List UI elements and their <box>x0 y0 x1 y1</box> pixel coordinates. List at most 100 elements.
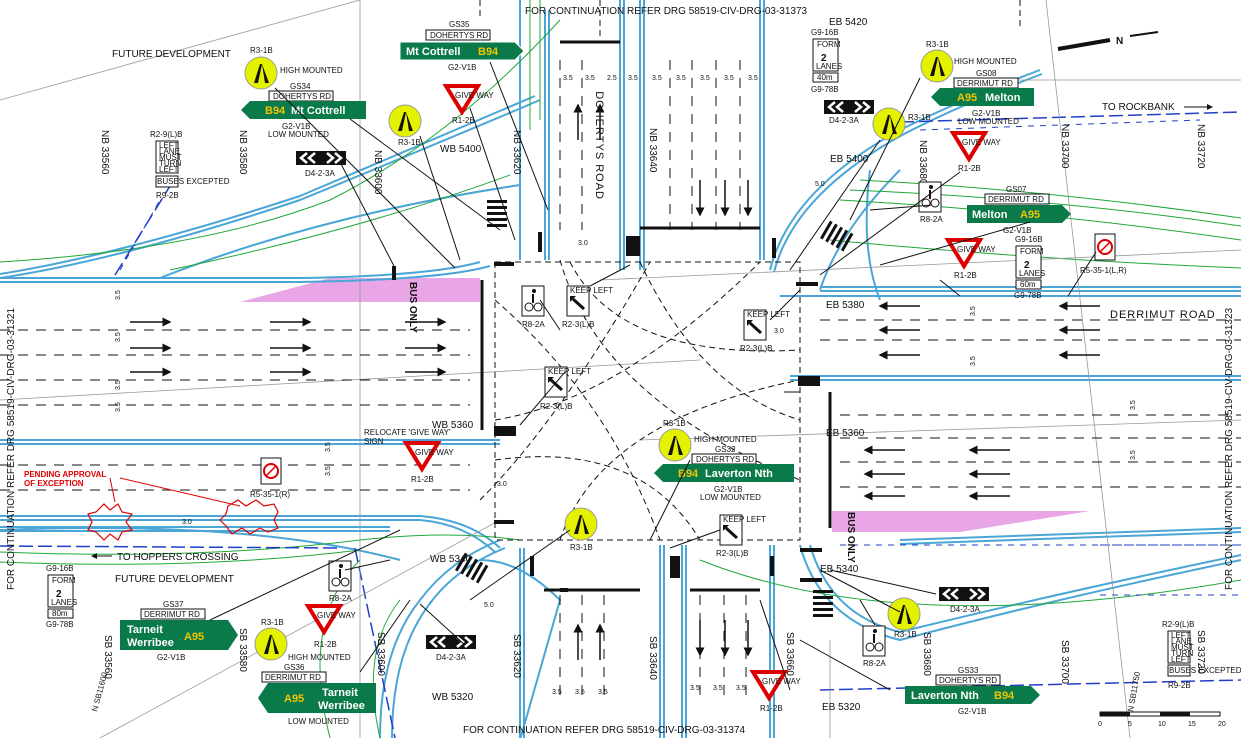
svg-text:LANE: LANE <box>1171 637 1192 646</box>
svg-text:3.5: 3.5 <box>1130 400 1137 410</box>
sign-gs37: GS37 DERRIMUT RD Tarneit Werribee A95 G2… <box>120 600 238 662</box>
bike-sign-4: R8-2A <box>862 625 886 668</box>
svg-text:OF EXCEPTION: OF EXCEPTION <box>24 479 84 488</box>
svg-text:WB 5400: WB 5400 <box>440 144 482 155</box>
give-way-sign-5: GIVE WAY R1-2B <box>306 604 356 649</box>
svg-text:MUST: MUST <box>159 153 182 162</box>
svg-text:FORM: FORM <box>817 40 841 49</box>
chevron-sign-1: D4-2-3A <box>294 149 348 178</box>
svg-text:DERRIMUT RD: DERRIMUT RD <box>265 673 321 682</box>
leader-lines <box>209 61 1097 691</box>
sign-gs35: GS35 DOHERTYS RD Mt Cottrell B94 G2-V1B <box>399 20 525 72</box>
svg-text:R2-3(L)B: R2-3(L)B <box>562 320 594 329</box>
svg-text:GIVE WAY: GIVE WAY <box>455 91 494 100</box>
svg-text:R3-1B: R3-1B <box>261 618 284 627</box>
svg-text:A95: A95 <box>284 693 304 705</box>
svg-text:N: N <box>1116 36 1123 47</box>
north-arrow: N <box>1057 31 1159 51</box>
svg-text:3.5: 3.5 <box>1130 450 1137 460</box>
chainage-labels: EB 5420 EB 5400 EB 5380 EB 5360 EB 5340 … <box>90 17 1206 713</box>
svg-text:LEFT: LEFT <box>159 141 179 150</box>
road-name-derrimut: DERRIMUT ROAD <box>1110 309 1216 321</box>
svg-text:SIGN: SIGN <box>364 437 384 446</box>
svg-text:TURN: TURN <box>159 159 181 168</box>
sign-gs32: GS32 DOHERTYS RD B94 Laverton Nth G2-V1B… <box>654 445 794 502</box>
svg-text:GS35: GS35 <box>449 20 470 29</box>
svg-text:GIVE WAY: GIVE WAY <box>317 611 356 620</box>
give-way-sign-4: GIVE WAY R1-2B <box>404 441 454 484</box>
to-hoppers-label: TO HOPPERS CROSSING <box>117 552 239 563</box>
svg-text:B94: B94 <box>478 46 499 58</box>
svg-text:GS36: GS36 <box>284 663 305 672</box>
svg-text:R3-1B: R3-1B <box>250 46 273 55</box>
future-development-top: FUTURE DEVELOPMENT <box>112 49 231 60</box>
svg-text:TURN: TURN <box>1171 649 1193 658</box>
svg-text:3.5: 3.5 <box>115 290 122 300</box>
svg-text:R8-2A: R8-2A <box>522 320 545 329</box>
svg-text:3.5: 3.5 <box>552 689 562 696</box>
svg-text:R3-1B: R3-1B <box>398 138 421 147</box>
form-2-lanes-sign-3: G9-16B FORM 2 LANES 80m G9-78B <box>46 564 77 629</box>
svg-text:EB 5320: EB 5320 <box>822 702 861 713</box>
svg-text:EB 5340: EB 5340 <box>820 564 859 575</box>
svg-text:2: 2 <box>821 53 827 64</box>
svg-text:3.5: 3.5 <box>970 306 977 316</box>
svg-text:B94: B94 <box>678 468 699 480</box>
svg-text:3.0: 3.0 <box>182 519 192 526</box>
keep-left-sign-3: KEEP LEFT R2-3(L)B <box>540 365 591 411</box>
svg-text:G9-16B: G9-16B <box>811 28 839 37</box>
svg-text:R9-2B: R9-2B <box>1168 681 1191 690</box>
svg-text:3.0: 3.0 <box>578 240 588 247</box>
svg-text:LANES: LANES <box>816 62 842 71</box>
svg-text:B94: B94 <box>265 105 286 117</box>
svg-text:3.5: 3.5 <box>736 685 746 692</box>
svg-text:N SB11600: N SB11600 <box>90 671 109 713</box>
svg-text:R3-1B: R3-1B <box>663 419 686 428</box>
svg-text:3.5: 3.5 <box>115 332 122 342</box>
svg-text:3.5: 3.5 <box>575 689 585 696</box>
scale-bar: 0 5 10 15 20 <box>1098 711 1226 728</box>
svg-text:GIVE WAY: GIVE WAY <box>762 677 801 686</box>
svg-text:R5-35-1(R): R5-35-1(R) <box>250 490 290 499</box>
svg-text:10: 10 <box>1158 721 1166 728</box>
give-way-sign-2: GIVE WAY R1-2B <box>951 131 1001 173</box>
give-way-sign-1: GIVE WAY R1-2B <box>444 84 494 125</box>
svg-text:HIGH MOUNTED: HIGH MOUNTED <box>954 57 1017 66</box>
svg-text:A95: A95 <box>957 92 977 104</box>
svg-text:G9-16B: G9-16B <box>1015 235 1043 244</box>
svg-text:60m: 60m <box>1020 280 1036 289</box>
svg-text:Melton: Melton <box>985 92 1021 104</box>
svg-text:3.5: 3.5 <box>713 685 723 692</box>
svg-text:NB 33680: NB 33680 <box>917 140 928 185</box>
svg-text:HIGH MOUNTED: HIGH MOUNTED <box>694 435 757 444</box>
keep-left-sign-2: KEEP LEFT R2-3(L)B <box>740 308 790 353</box>
svg-text:3.0: 3.0 <box>774 328 784 335</box>
svg-text:N SB11750: N SB11750 <box>1126 671 1142 713</box>
svg-text:LOW MOUNTED: LOW MOUNTED <box>958 117 1019 126</box>
svg-text:NB 33720: NB 33720 <box>1195 124 1206 169</box>
svg-text:LOW MOUNTED: LOW MOUNTED <box>700 493 761 502</box>
svg-text:SB 33700: SB 33700 <box>1059 640 1070 684</box>
svg-text:DOHERTYS RD: DOHERTYS RD <box>273 92 331 101</box>
ped-sign-5: R3-1B HIGH MOUNTED <box>658 419 757 462</box>
svg-text:HIGH MOUNTED: HIGH MOUNTED <box>280 66 343 75</box>
svg-text:R3-1B: R3-1B <box>908 113 931 122</box>
continuation-top: FOR CONTINUATION REFER DRG 58519-CIV-DRG… <box>525 6 808 17</box>
ped-sign-3: R3-1B HIGH MOUNTED <box>920 40 1017 83</box>
svg-text:G9-78B: G9-78B <box>811 85 839 94</box>
svg-text:Laverton Nth: Laverton Nth <box>705 468 773 480</box>
svg-text:3.5: 3.5 <box>563 75 573 82</box>
bus-lane-east <box>832 511 1090 532</box>
give-way-sign-6: GIVE WAY R1-2B <box>751 670 801 713</box>
svg-text:BUSES EXCEPTED: BUSES EXCEPTED <box>157 177 230 186</box>
svg-text:SB 33640: SB 33640 <box>647 636 658 680</box>
svg-text:20: 20 <box>1218 721 1226 728</box>
svg-text:5.0: 5.0 <box>484 602 494 609</box>
left-lane-sign-2: R2-9(L)B LEFT LANE MUST TURN LEFT BUSES … <box>1162 620 1241 690</box>
svg-text:SB 33600: SB 33600 <box>375 632 386 676</box>
svg-text:3.5: 3.5 <box>970 356 977 366</box>
ped-sign-7: R3-1B HIGH MOUNTED <box>254 618 351 662</box>
svg-text:G2-V1B: G2-V1B <box>958 707 986 716</box>
